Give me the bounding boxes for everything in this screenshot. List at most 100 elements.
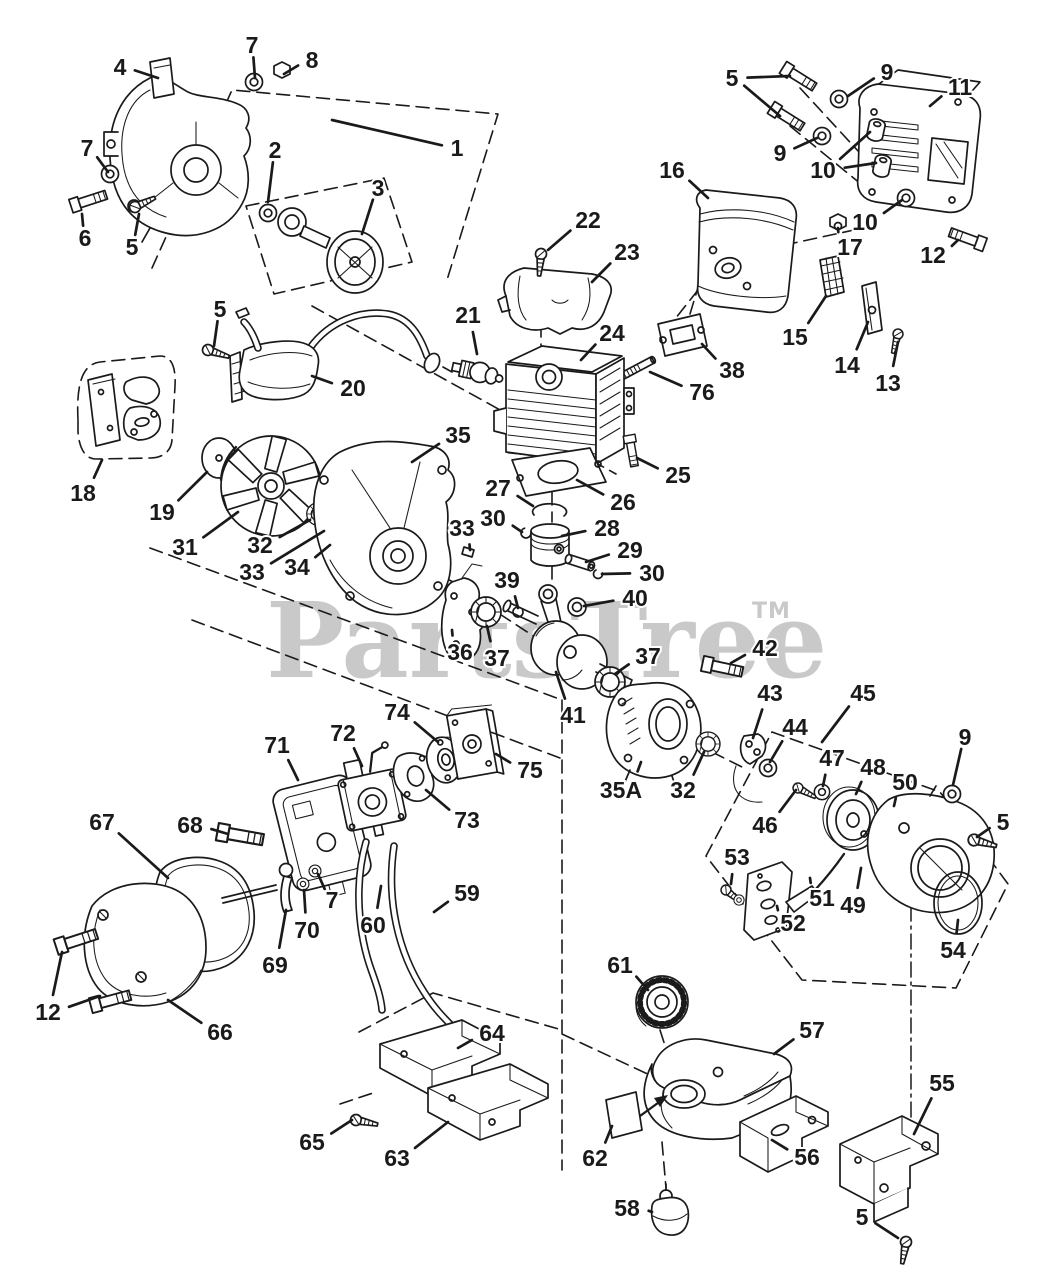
callout-71[interactable]: 71 bbox=[262, 730, 292, 760]
callout-44[interactable]: 44 bbox=[780, 712, 810, 742]
callout-50[interactable]: 50 bbox=[890, 767, 920, 797]
leader-line-3 bbox=[360, 198, 375, 236]
callout-7[interactable]: 7 bbox=[79, 133, 96, 163]
fuel-filter-58 bbox=[650, 1183, 690, 1236]
callout-7[interactable]: 7 bbox=[324, 885, 341, 915]
callout-6[interactable]: 6 bbox=[77, 223, 94, 253]
leader-line-69 bbox=[277, 908, 288, 950]
callout-41[interactable]: 41 bbox=[558, 700, 588, 730]
callout-4[interactable]: 4 bbox=[112, 52, 129, 82]
callout-43[interactable]: 43 bbox=[755, 678, 785, 708]
callout-9[interactable]: 9 bbox=[879, 57, 896, 87]
callout-1[interactable]: 1 bbox=[449, 133, 466, 163]
callout-66[interactable]: 66 bbox=[205, 1017, 235, 1047]
callout-45[interactable]: 45 bbox=[848, 678, 878, 708]
callout-67[interactable]: 67 bbox=[87, 807, 117, 837]
callout-68[interactable]: 68 bbox=[175, 810, 205, 840]
callout-76[interactable]: 76 bbox=[687, 377, 717, 407]
callout-59[interactable]: 59 bbox=[452, 878, 482, 908]
callout-70[interactable]: 70 bbox=[292, 915, 322, 945]
muffler-bracket-14 bbox=[861, 281, 883, 335]
callout-54[interactable]: 54 bbox=[938, 935, 968, 965]
callout-28[interactable]: 28 bbox=[592, 513, 622, 543]
callout-46[interactable]: 46 bbox=[750, 810, 780, 840]
callout-5[interactable]: 5 bbox=[724, 63, 741, 93]
callout-47[interactable]: 47 bbox=[817, 743, 847, 773]
callout-51[interactable]: 51 bbox=[807, 883, 837, 913]
callout-65[interactable]: 65 bbox=[297, 1127, 327, 1157]
callout-31[interactable]: 31 bbox=[170, 532, 200, 562]
callout-16[interactable]: 16 bbox=[657, 155, 687, 185]
callout-5[interactable]: 5 bbox=[212, 294, 229, 324]
callout-14[interactable]: 14 bbox=[832, 350, 862, 380]
callout-10[interactable]: 10 bbox=[850, 207, 880, 237]
callout-30[interactable]: 30 bbox=[478, 503, 508, 533]
callout-64[interactable]: 64 bbox=[477, 1018, 507, 1048]
callout-60[interactable]: 60 bbox=[358, 910, 388, 940]
callout-36[interactable]: 36 bbox=[445, 637, 475, 667]
callout-15[interactable]: 15 bbox=[780, 322, 810, 352]
callout-10[interactable]: 10 bbox=[808, 155, 838, 185]
callout-57[interactable]: 57 bbox=[797, 1015, 827, 1045]
callout-63[interactable]: 63 bbox=[382, 1143, 412, 1173]
callout-11[interactable]: 11 bbox=[946, 72, 975, 102]
callout-30[interactable]: 30 bbox=[637, 558, 667, 588]
callout-19[interactable]: 19 bbox=[147, 497, 177, 527]
callout-33[interactable]: 33 bbox=[447, 513, 477, 543]
callout-34[interactable]: 34 bbox=[282, 552, 312, 582]
callout-75[interactable]: 75 bbox=[515, 755, 545, 785]
callout-40[interactable]: 40 bbox=[620, 583, 650, 613]
callout-20[interactable]: 20 bbox=[338, 373, 368, 403]
callout-72[interactable]: 72 bbox=[328, 718, 358, 748]
callout-24[interactable]: 24 bbox=[597, 318, 627, 348]
callout-26[interactable]: 26 bbox=[608, 487, 638, 517]
callout-2[interactable]: 2 bbox=[267, 135, 284, 165]
callout-32[interactable]: 32 bbox=[668, 775, 698, 805]
callout-53[interactable]: 53 bbox=[722, 842, 752, 872]
callout-25[interactable]: 25 bbox=[663, 460, 693, 490]
callout-33[interactable]: 33 bbox=[237, 557, 267, 587]
callout-13[interactable]: 13 bbox=[873, 368, 903, 398]
callout-29[interactable]: 29 bbox=[615, 535, 645, 565]
callout-9[interactable]: 9 bbox=[957, 722, 974, 752]
callout-12[interactable]: 12 bbox=[918, 240, 948, 270]
starter-fasteners bbox=[67, 57, 291, 363]
callout-35A[interactable]: 35A bbox=[598, 775, 644, 805]
callout-48[interactable]: 48 bbox=[858, 752, 888, 782]
callout-39[interactable]: 39 bbox=[492, 565, 522, 595]
callout-21[interactable]: 21 bbox=[453, 300, 483, 330]
callout-9[interactable]: 9 bbox=[772, 138, 789, 168]
callout-22[interactable]: 22 bbox=[573, 205, 603, 235]
leader-line-21 bbox=[471, 330, 479, 356]
callout-5[interactable]: 5 bbox=[124, 232, 141, 262]
callout-55[interactable]: 55 bbox=[927, 1068, 957, 1098]
callout-52[interactable]: 52 bbox=[778, 908, 808, 938]
callout-42[interactable]: 42 bbox=[750, 633, 780, 663]
callout-38[interactable]: 38 bbox=[717, 355, 747, 385]
leader-line-24 bbox=[579, 343, 597, 362]
callout-23[interactable]: 23 bbox=[612, 237, 642, 267]
callout-8[interactable]: 8 bbox=[304, 45, 321, 75]
callout-18[interactable]: 18 bbox=[68, 478, 98, 508]
callout-5[interactable]: 5 bbox=[995, 807, 1012, 837]
callout-37[interactable]: 37 bbox=[482, 643, 512, 673]
callout-5[interactable]: 5 bbox=[854, 1202, 871, 1232]
callout-17[interactable]: 17 bbox=[835, 232, 865, 262]
callout-61[interactable]: 61 bbox=[605, 950, 635, 980]
callout-12[interactable]: 12 bbox=[33, 997, 63, 1027]
callout-74[interactable]: 74 bbox=[382, 697, 412, 727]
callout-73[interactable]: 73 bbox=[452, 805, 482, 835]
callout-27[interactable]: 27 bbox=[483, 473, 513, 503]
callout-32[interactable]: 32 bbox=[245, 530, 275, 560]
callout-56[interactable]: 56 bbox=[792, 1142, 822, 1172]
callout-62[interactable]: 62 bbox=[580, 1143, 610, 1173]
callout-35[interactable]: 35 bbox=[443, 420, 473, 450]
callout-3[interactable]: 3 bbox=[370, 173, 387, 203]
leader-line-9 bbox=[793, 136, 819, 150]
fuel-cap-61 bbox=[635, 975, 689, 1029]
callout-7[interactable]: 7 bbox=[244, 30, 261, 60]
callout-58[interactable]: 58 bbox=[612, 1193, 642, 1223]
callout-49[interactable]: 49 bbox=[838, 890, 868, 920]
callout-69[interactable]: 69 bbox=[260, 950, 290, 980]
callout-37[interactable]: 37 bbox=[633, 641, 663, 671]
